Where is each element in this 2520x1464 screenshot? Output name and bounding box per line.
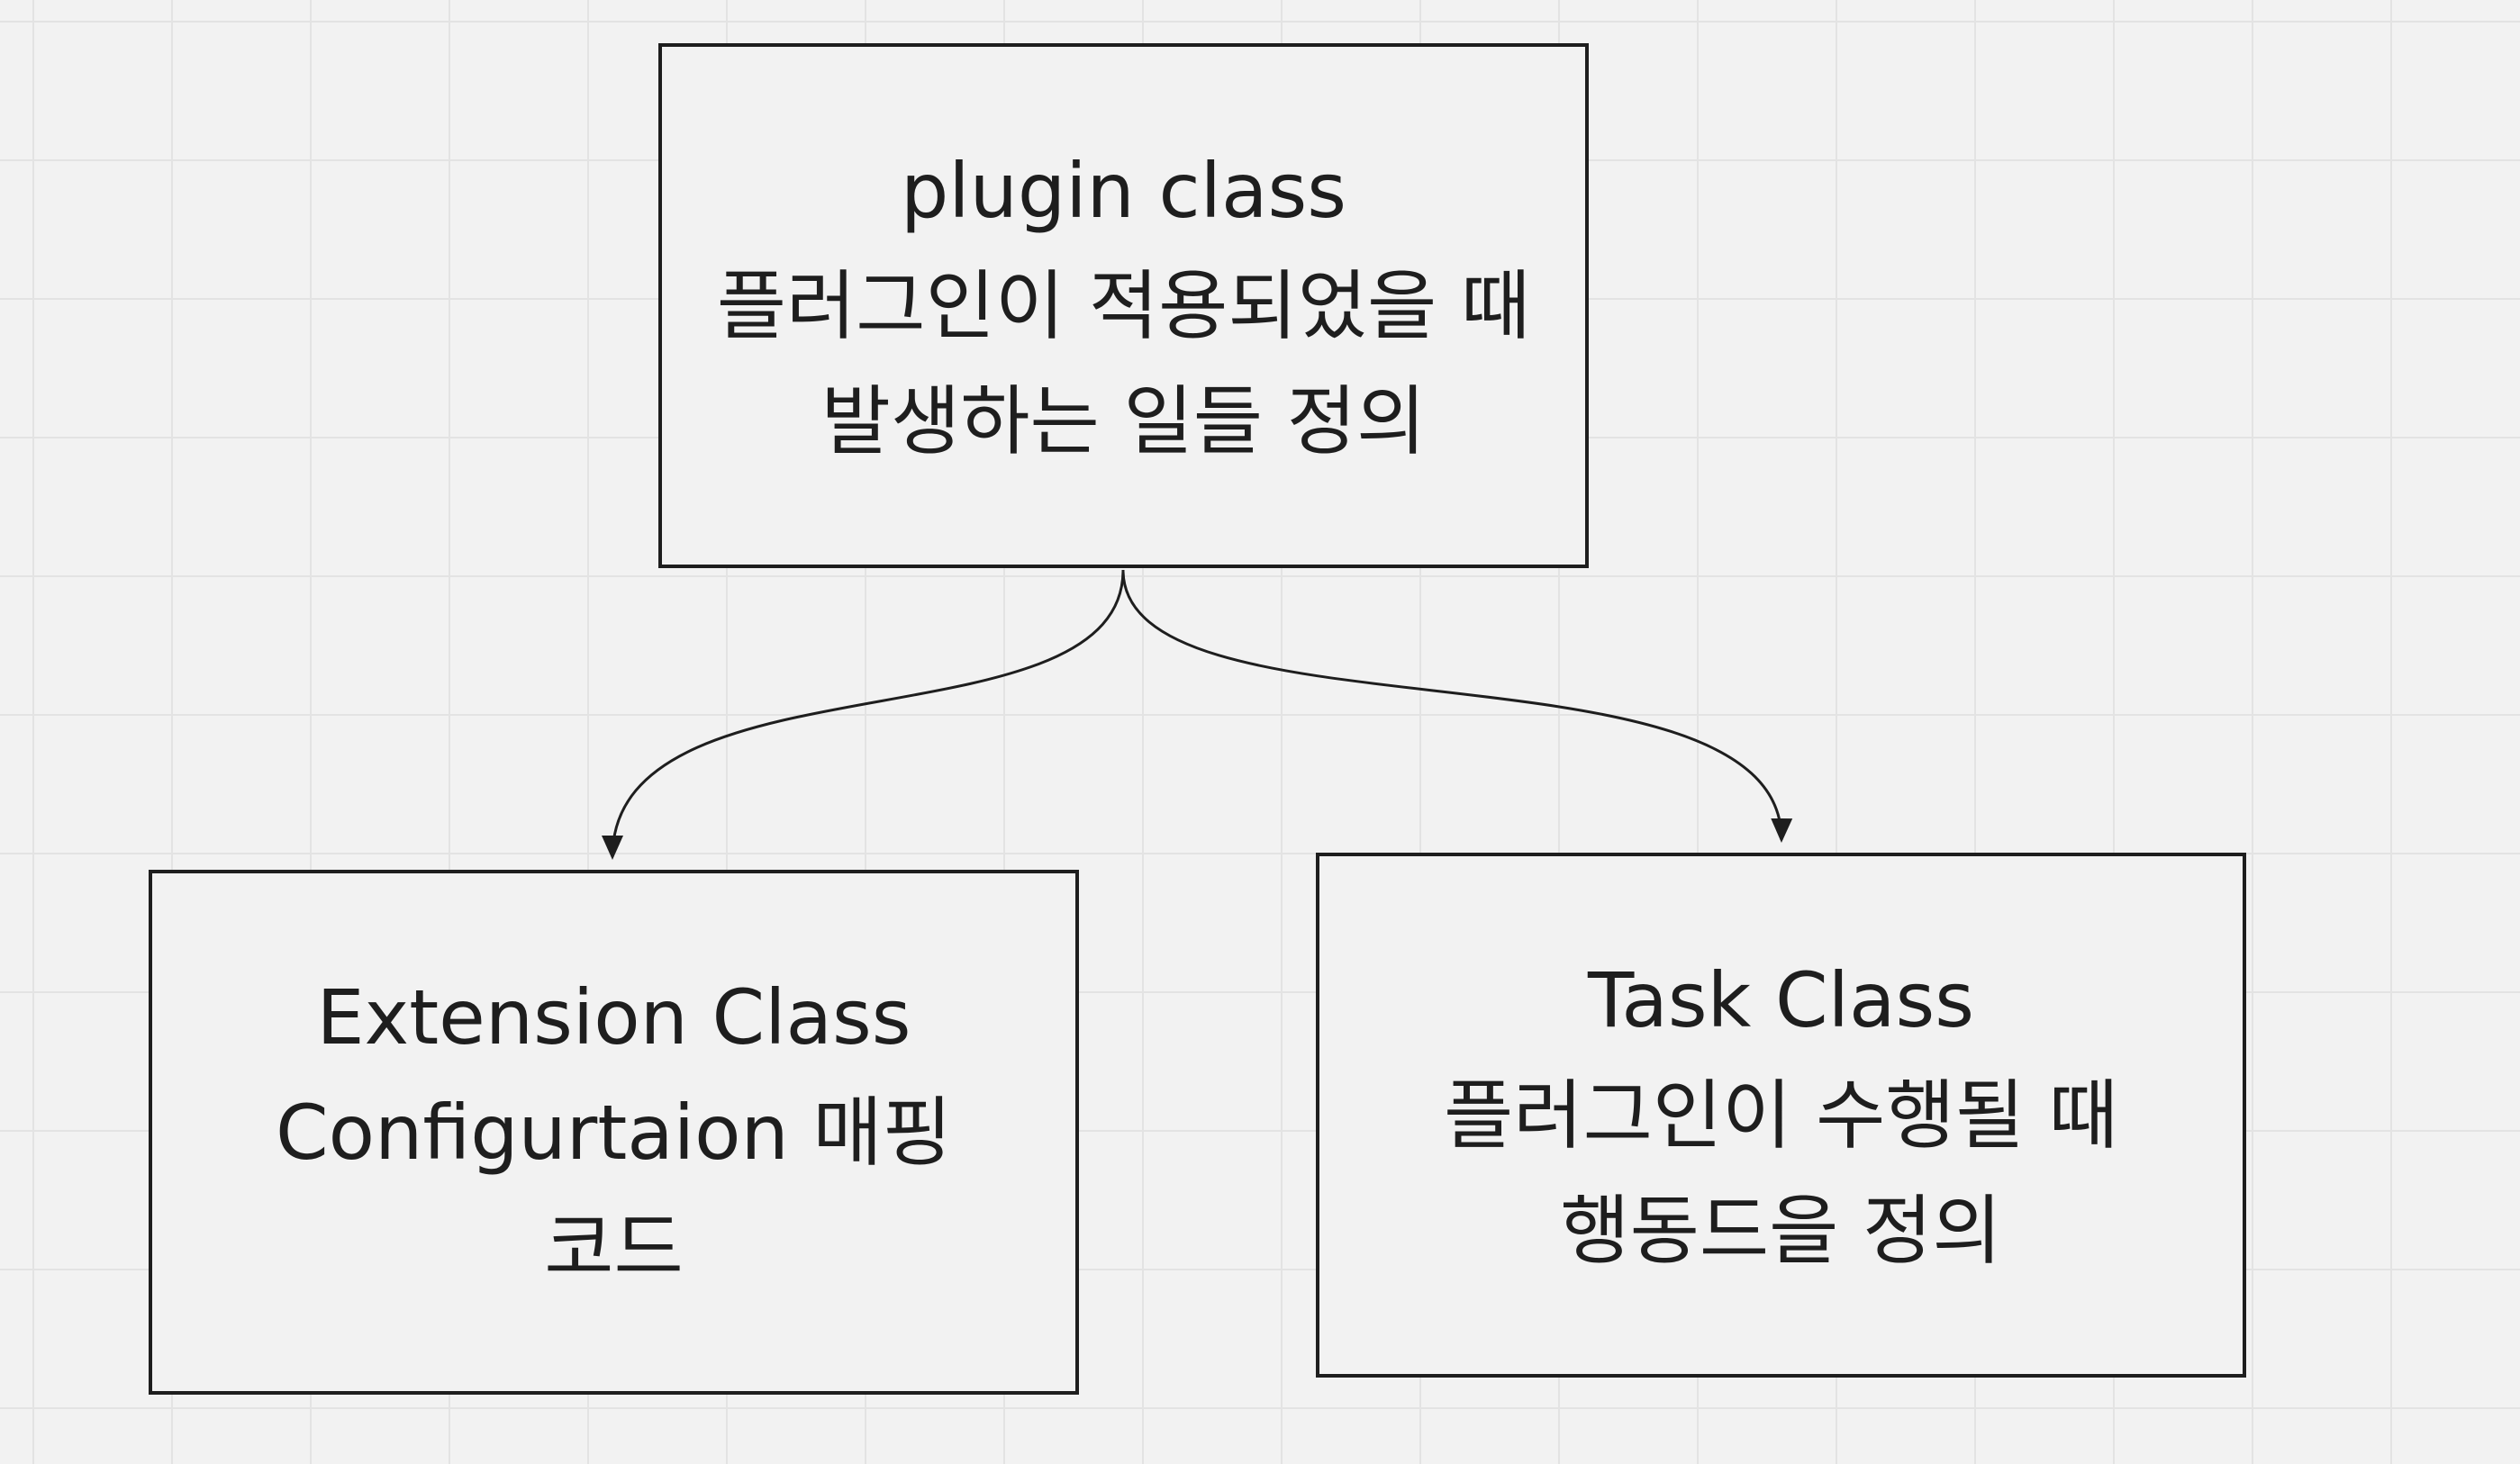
plugin-class-description-line-1: 플러그인이 적용되었을 때 — [716, 261, 1531, 350]
task-class-node[interactable]: Task Class 플러그인이 수행될 때 행동드을 정의 — [1316, 853, 2246, 1378]
extension-class-description-line-1: Configurtaion 매핑 — [276, 1088, 952, 1177]
plugin-class-title: plugin class — [900, 146, 1347, 235]
edge-plugin-to-task[interactable] — [1121, 569, 1793, 843]
task-class-description-line-1: 플러그인이 수행될 때 — [1444, 1071, 2118, 1160]
plugin-class-node[interactable]: plugin class 플러그인이 적용되었을 때 발생하는 일들 정의 — [658, 43, 1589, 568]
extension-class-title: Extension Class — [316, 972, 911, 1062]
edge-plugin-to-extension[interactable] — [602, 569, 1125, 860]
extension-class-description-line-2: 코드 — [544, 1203, 684, 1292]
task-class-title: Task Class — [1588, 955, 1974, 1044]
task-class-description-line-2: 행동드을 정의 — [1560, 1186, 2002, 1275]
plugin-class-description-line-2: 발생하는 일들 정의 — [820, 376, 1427, 465]
extension-class-node[interactable]: Extension Class Configurtaion 매핑 코드 — [149, 870, 1079, 1395]
